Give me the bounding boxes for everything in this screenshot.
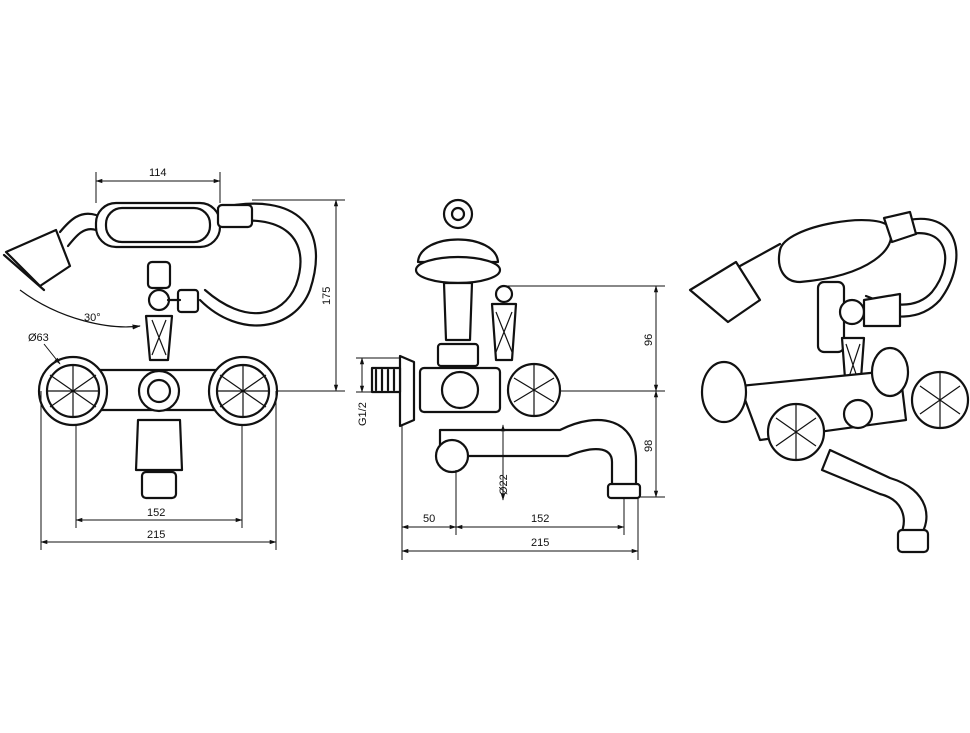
dim-152-front: 152	[147, 507, 165, 519]
dim-175: 175	[321, 287, 333, 305]
dim-114: 114	[149, 167, 167, 179]
dim-50: 50	[423, 513, 435, 525]
dim-30deg: 30°	[84, 312, 101, 324]
dim-96: 96	[643, 334, 655, 346]
dim-g12: G1/2	[357, 402, 369, 426]
front-view	[2, 201, 318, 500]
front-dimensions: 114 175 Ø63 30° 152 215	[28, 167, 345, 550]
dim-152-side: 152	[531, 513, 549, 525]
dim-215-side: 215	[531, 537, 549, 549]
iso-view	[688, 210, 970, 554]
side-view	[370, 198, 642, 500]
dim-d63: Ø63	[28, 332, 49, 344]
dim-215-front: 215	[147, 529, 165, 541]
side-dimensions: 96 98 G1/2 Ø22 50 152 215	[356, 285, 665, 560]
dim-d22: Ø22	[498, 474, 510, 495]
dim-98: 98	[643, 440, 655, 452]
